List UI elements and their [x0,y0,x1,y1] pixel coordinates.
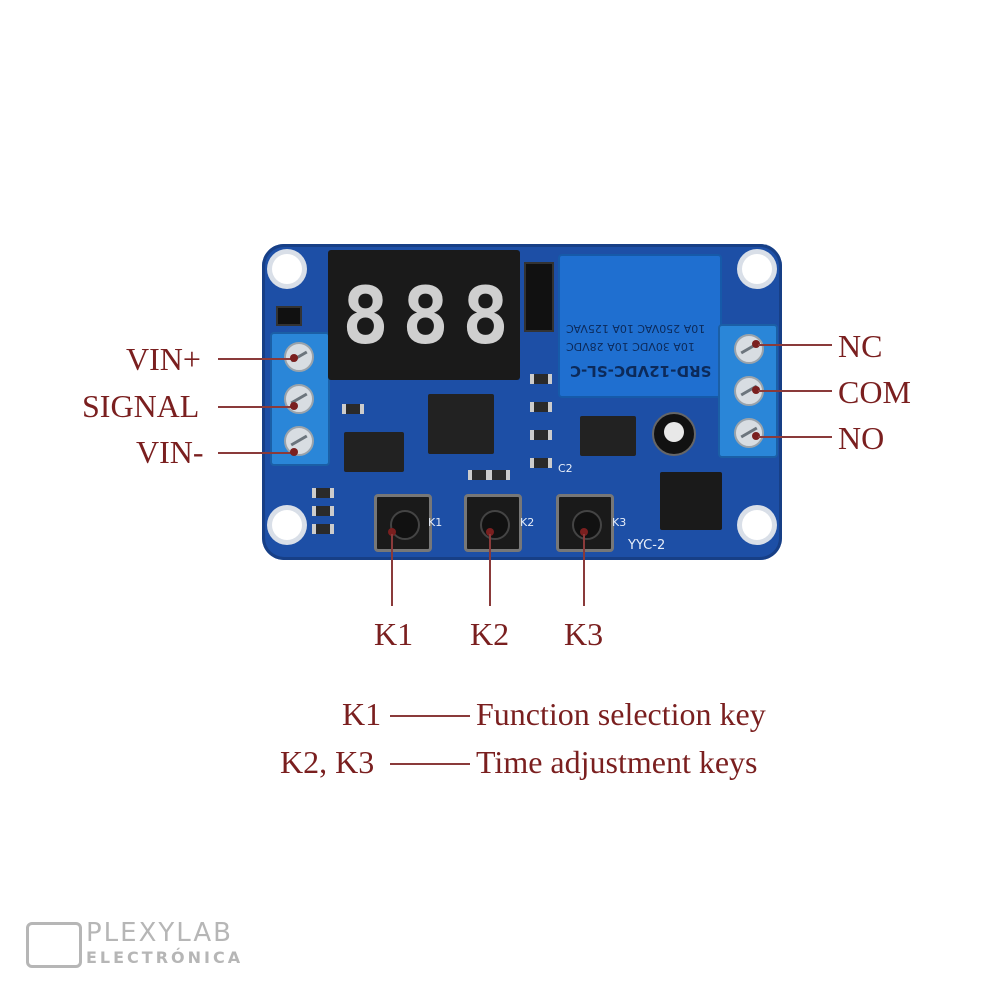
smd-component [312,488,334,498]
leader-line [218,358,294,360]
button-cap [390,510,420,540]
leader-dot [580,528,588,536]
label-k2: K2 [470,616,510,652]
screw-nc [734,334,764,364]
smd-component [342,404,364,414]
leader-line [758,390,832,392]
leader-dot [290,354,298,362]
silk-label-k2: K2 [520,516,535,529]
leader-dot [752,386,760,394]
voltage-regulator [660,472,722,530]
display-digit: 8 [462,272,509,362]
screw-vin-plus [284,342,314,372]
relay-rating-text: 10A 250VAC 10A 125VAC [566,322,706,335]
smd-component [312,506,334,516]
jumper-right [524,262,554,332]
push-button-k2[interactable] [464,494,522,552]
label-nc: NC [838,328,883,364]
leader-dot [290,402,298,410]
leader-dot [290,448,298,456]
robot-logo-icon [26,922,82,968]
screw-vin-minus [284,426,314,456]
leader-dot [486,528,494,536]
capacitor [652,412,696,456]
smd-component [530,458,552,468]
leader-dot [388,528,396,536]
logo-main-text: PLEXYLAB [86,918,233,948]
push-button-k3[interactable] [556,494,614,552]
silk-label-model: YYC-2 [628,538,666,553]
display-digit: 8 [402,272,449,362]
label-no: NO [838,420,885,456]
legend-line [390,763,470,765]
label-signal: SIGNAL [82,388,200,424]
button-cap [572,510,602,540]
silk-label-k1: K1 [428,516,443,529]
label-com: COM [838,374,911,410]
legend-desc: Time adjustment keys [476,744,758,780]
relay-rating-text: 10A 30VDC 10A 28VDC [566,340,695,353]
label-vin-plus: VIN+ [126,341,201,377]
leader-line [758,344,832,346]
smd-component [488,470,510,480]
leader-line [489,534,491,606]
terminal-block-output [718,324,778,458]
relay-module-board: 8 8 8 SRD-12VDC-SL-C 10A 30VDC 10A 28VDC… [262,244,782,560]
mount-hole-br [742,510,772,540]
display-digit: 8 [342,272,389,362]
label-k1: K1 [374,616,414,652]
silk-label-k3: K3 [612,516,627,529]
smd-component [468,470,490,480]
logo-sub-text: ELECTRÓNICA [86,948,244,967]
terminal-block-input [270,332,330,466]
label-k3: K3 [564,616,604,652]
leader-dot [752,340,760,348]
jumper-left [276,306,302,326]
leader-line [758,436,832,438]
mount-hole-tr [742,254,772,284]
leader-line [583,534,585,606]
legend-line [390,715,470,717]
mount-hole-bl [272,510,302,540]
optocoupler-left [344,432,404,472]
screw-signal [284,384,314,414]
smd-component [530,402,552,412]
silk-label-c2: C2 [558,462,573,475]
leader-line [218,406,294,408]
leader-line [218,452,294,454]
leader-dot [752,432,760,440]
smd-component [530,430,552,440]
legend-key: K1 [342,696,382,732]
relay-model-text: SRD-12VDC-SL-C [570,362,712,380]
push-button-k1[interactable] [374,494,432,552]
smd-component [530,374,552,384]
screw-no [734,418,764,448]
label-vin-minus: VIN- [136,434,204,470]
button-cap [480,510,510,540]
legend-desc: Function selection key [476,696,766,732]
optocoupler-right [580,416,636,456]
seven-segment-display: 8 8 8 [328,250,520,380]
legend-key: K2, K3 [280,744,375,780]
ic-chip-main [428,394,494,454]
leader-line [391,534,393,606]
smd-component [312,524,334,534]
mount-hole-tl [272,254,302,284]
relay-component: SRD-12VDC-SL-C 10A 30VDC 10A 28VDC 10A 2… [558,254,722,398]
